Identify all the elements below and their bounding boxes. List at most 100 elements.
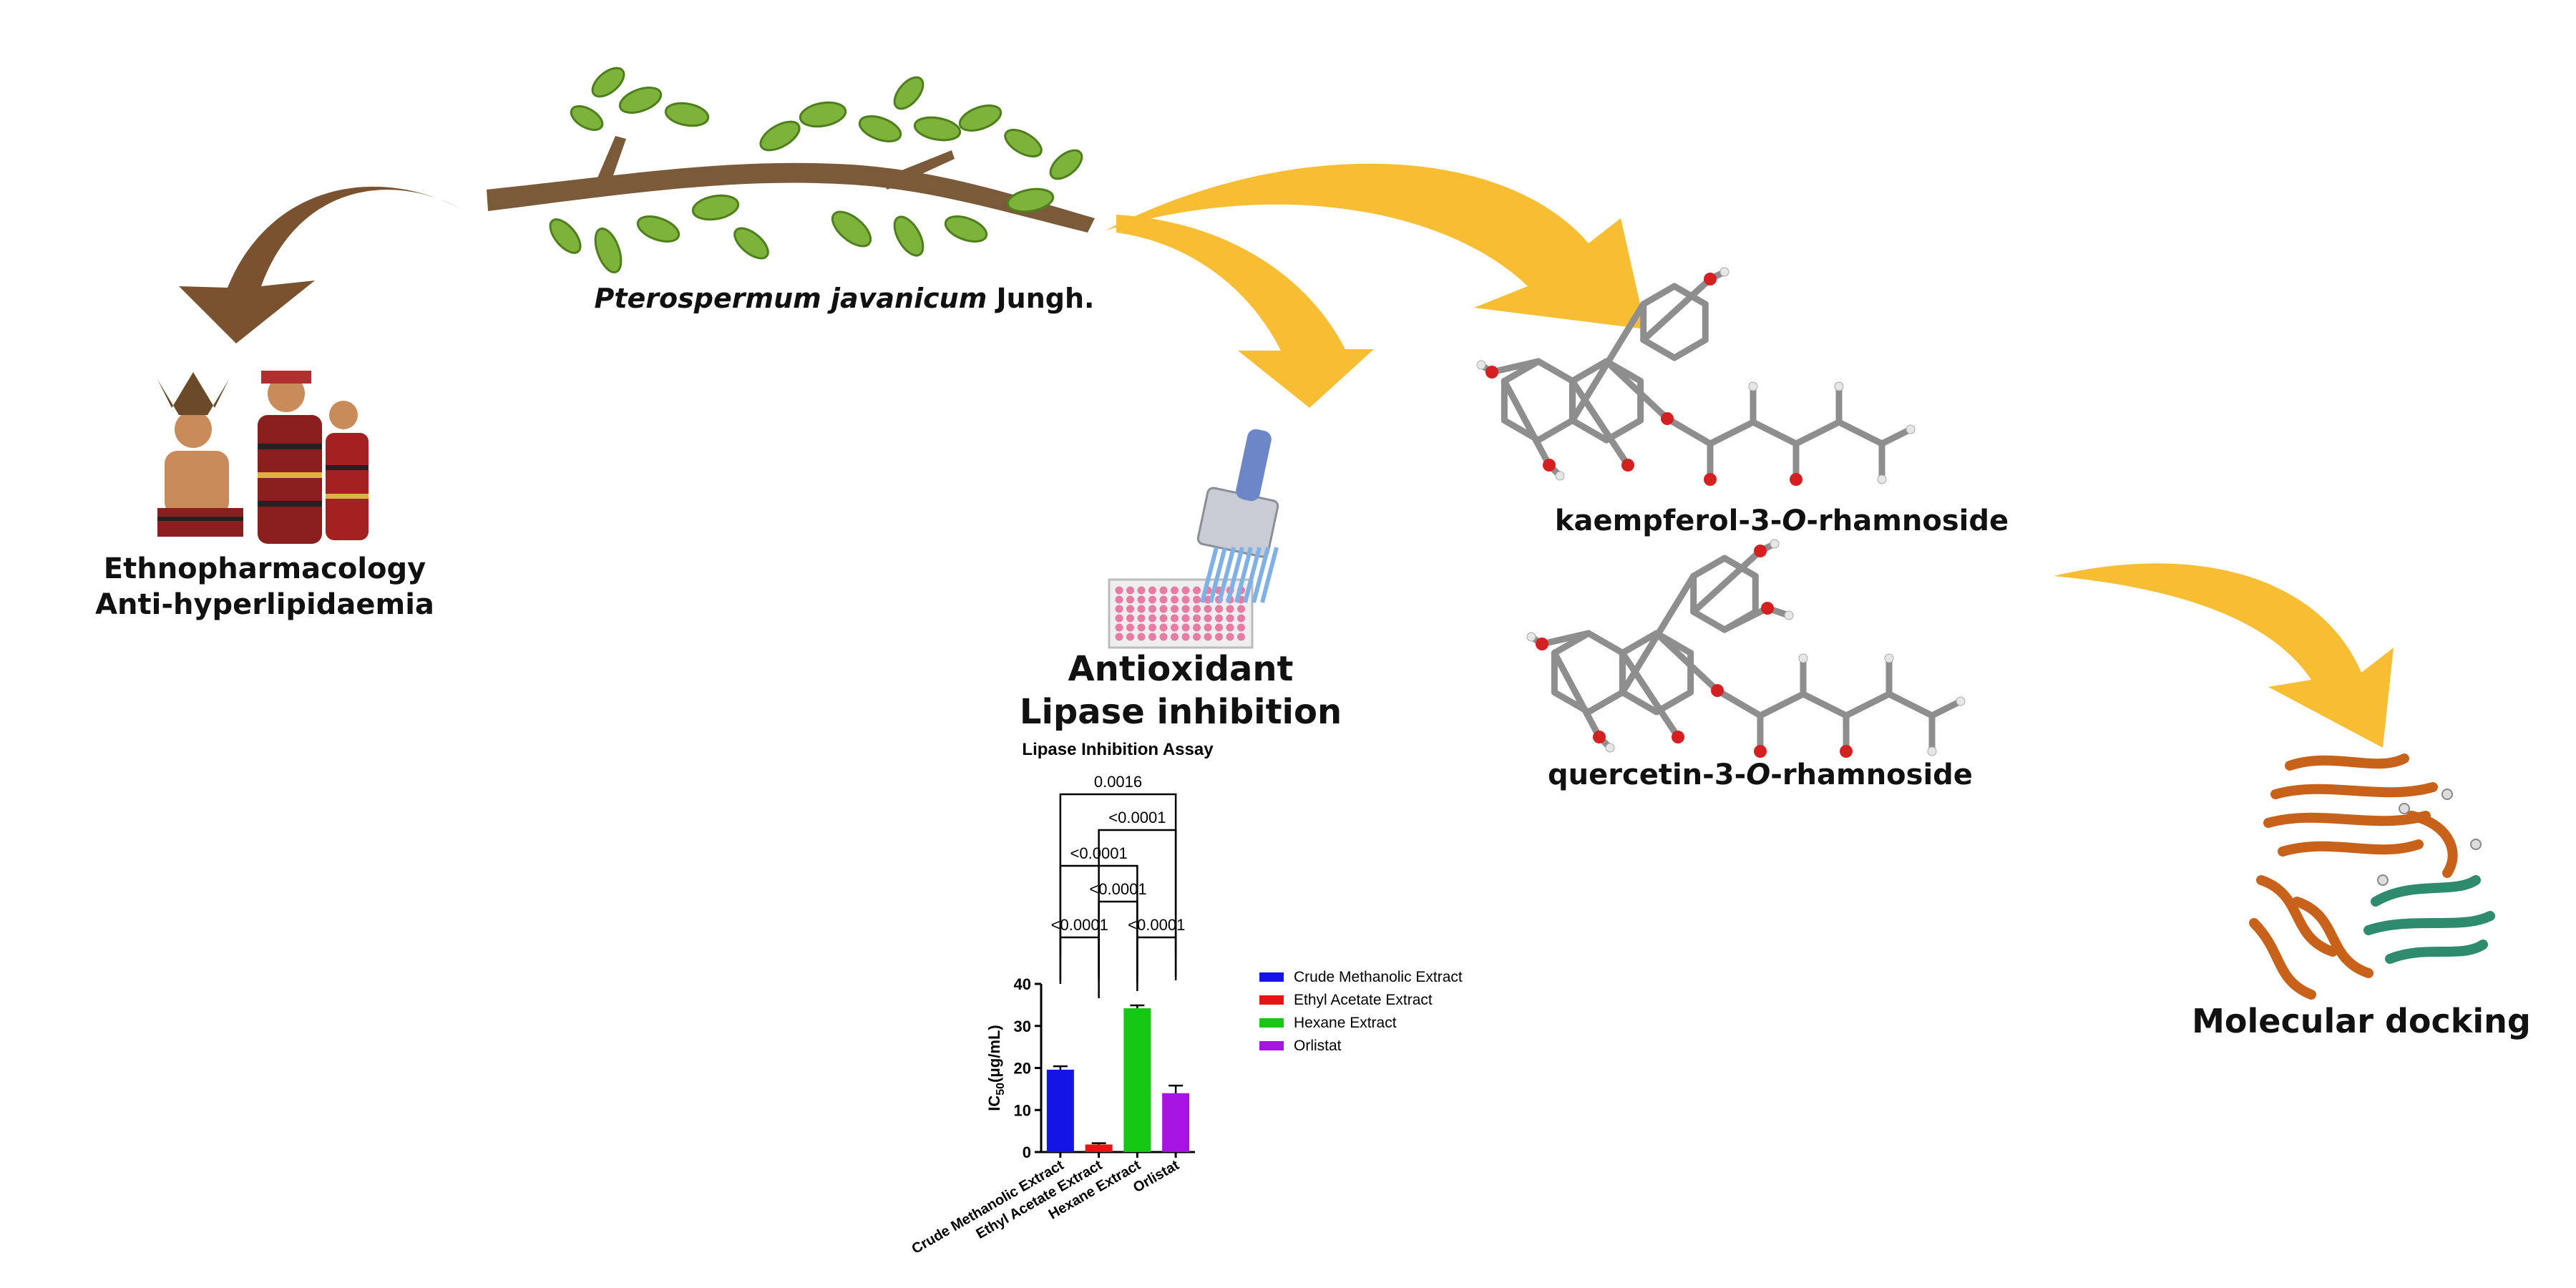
p-value-label: <0.0001 (1051, 916, 1108, 934)
well (1137, 633, 1146, 641)
bond (1714, 687, 1764, 719)
tree-branch-illustration (487, 67, 1095, 274)
twig (880, 150, 955, 190)
p-value-label: <0.0001 (1089, 880, 1146, 898)
hydrogen-atom (1555, 471, 1565, 481)
well (1137, 595, 1146, 604)
twig (594, 136, 626, 190)
pipette-tips (1200, 547, 1279, 603)
bond (1653, 630, 1721, 694)
oxygen-atom (1840, 745, 1853, 758)
oxygen-atom (1704, 273, 1717, 286)
bond (1690, 547, 1764, 615)
hydrogen-atom (1877, 474, 1887, 484)
oxygen-atom (1754, 745, 1767, 758)
y-tick-label: 10 (1014, 1101, 1031, 1119)
well (1159, 595, 1168, 604)
bond (1664, 415, 1714, 447)
hydrogen-atom (1884, 653, 1894, 663)
well (1126, 623, 1134, 632)
bond (1690, 555, 1728, 580)
oxygen-atom (1593, 731, 1606, 743)
kaempferol-label-pre: kaempferol-3- (1554, 504, 1782, 537)
well (1159, 633, 1168, 641)
protein-structure-illustration (2249, 753, 2495, 1000)
well (1193, 623, 1201, 632)
bond (1568, 358, 1610, 384)
bond (1671, 336, 1709, 361)
bond (1721, 605, 1771, 633)
well (1193, 614, 1201, 623)
pipette-tip (1217, 547, 1236, 603)
bond (1551, 650, 1603, 741)
well (1148, 595, 1156, 604)
well (1226, 605, 1234, 613)
well (1171, 623, 1179, 632)
well (1193, 633, 1201, 641)
well (1171, 614, 1179, 623)
legend-swatch (1259, 972, 1284, 982)
legend-swatch (1259, 1041, 1284, 1050)
lipase-bar-chart: Lipase Inhibition Assay010203040IC50(μg/… (909, 740, 1463, 1257)
quercetin-label-pre: quercetin-3- (1548, 758, 1747, 791)
well (1193, 586, 1201, 595)
well (1181, 595, 1190, 604)
well (1148, 586, 1156, 595)
bonds (1528, 540, 1964, 755)
pipette-handle (1236, 429, 1272, 502)
bar (1123, 1008, 1151, 1152)
bond (1792, 419, 1843, 447)
significance-bracket (1136, 936, 1177, 980)
well (1171, 633, 1179, 641)
well (1159, 586, 1168, 595)
well (1204, 623, 1212, 632)
ethno-line1: Ethnopharmacology (103, 552, 426, 585)
species-authority: Jungh. (996, 283, 1095, 314)
pipette-tip (1226, 547, 1244, 603)
protein-orange-domain (2249, 753, 2458, 1000)
bond (1501, 378, 1553, 469)
well (1126, 633, 1134, 641)
p-value-label: 0.0016 (1094, 773, 1142, 791)
well (1137, 614, 1146, 623)
bond (1690, 608, 1728, 633)
well (1181, 633, 1190, 641)
bonds (1478, 268, 1914, 483)
ethno-caption: Ethnopharmacology Anti-hyperlipidaemia (57, 551, 472, 623)
pipette-tip (1200, 547, 1219, 603)
well (1148, 614, 1156, 623)
gold-arrow-to-compounds (1106, 163, 1646, 329)
oxygen-atom (1704, 473, 1717, 486)
well (1171, 586, 1179, 595)
assay-line2: Lipase inhibition (1019, 692, 1342, 732)
well (1181, 586, 1190, 595)
leaf-cluster (549, 67, 1083, 274)
legend-label: Hexane Extract (1294, 1015, 1397, 1031)
branch (487, 162, 1095, 233)
wells (1115, 586, 1245, 641)
bar (1046, 1069, 1074, 1152)
person-child (326, 401, 369, 540)
bar (1085, 1144, 1113, 1152)
bond (1585, 630, 1626, 656)
well (1204, 633, 1212, 641)
legend-label: Orlistat (1294, 1038, 1342, 1054)
oxygen-atom (1790, 473, 1802, 486)
oxygen-atom (1543, 459, 1556, 472)
bond (1619, 630, 1660, 656)
bond (1750, 419, 1800, 447)
significance-bracket (1059, 936, 1100, 980)
kaempferol-structure (1476, 267, 1916, 486)
p-value-label: <0.0001 (1128, 916, 1185, 934)
hydrogen-atom (1834, 381, 1844, 391)
oxygen-atom (1761, 602, 1774, 615)
well (1159, 614, 1168, 623)
quercetin-label: quercetin-3-O-rhamnoside (1510, 758, 2011, 791)
legend-label: Crude Methanolic Extract (1294, 969, 1463, 985)
legend-label: Ethyl Acetate Extract (1294, 992, 1433, 1008)
person-woman (258, 371, 322, 544)
hydrogen-atom (1476, 360, 1486, 370)
well (1226, 623, 1234, 632)
well (1226, 614, 1234, 623)
